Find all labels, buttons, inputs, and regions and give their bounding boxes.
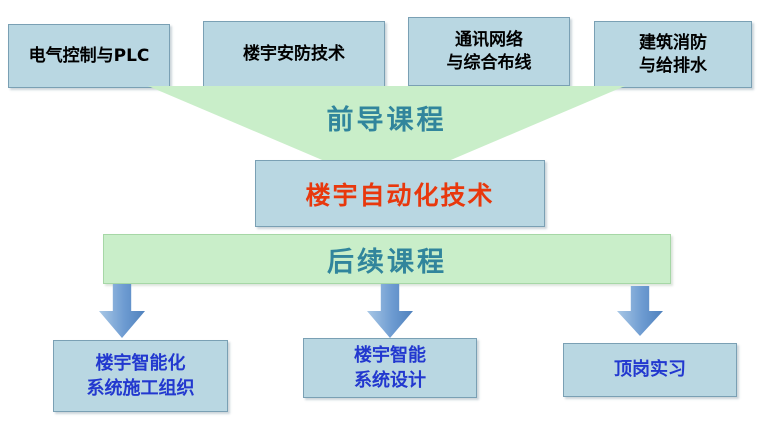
- center-course-label: 楼宇自动化技术: [305, 180, 495, 210]
- down-arrow-icon: [367, 284, 413, 338]
- bottom-course-label: 楼宇智能 系统设计: [354, 344, 426, 391]
- prerequisite-funnel-shape: 前导课程: [148, 86, 625, 162]
- down-arrow-icon: [617, 286, 663, 336]
- top-course-label: 通讯网络 与综合布线: [446, 29, 532, 73]
- top-course-box-security: 楼宇安防技术: [203, 21, 385, 88]
- bottom-course-label: 楼宇智能化 系统施工组织: [86, 352, 195, 399]
- top-course-box-network: 通讯网络 与综合布线: [408, 17, 570, 86]
- top-course-box-fire: 建筑消防 与给排水: [594, 21, 752, 88]
- top-course-label: 电气控制与PLC: [28, 45, 150, 66]
- follow-up-courses-bar: 后续课程: [103, 234, 671, 284]
- prerequisite-courses-label: 前导课程: [326, 105, 447, 136]
- top-course-label: 楼宇安防技术: [243, 44, 345, 65]
- follow-up-courses-label: 后续课程: [327, 246, 447, 278]
- center-course-box: 楼宇自动化技术: [255, 160, 545, 227]
- top-course-label: 建筑消防 与给排水: [639, 32, 707, 76]
- bottom-course-box-design: 楼宇智能 系统设计: [303, 338, 477, 398]
- bottom-course-box-internship: 顶岗实习: [563, 343, 737, 397]
- bottom-course-box-construction: 楼宇智能化 系统施工组织: [53, 340, 228, 412]
- down-arrow-icon: [99, 284, 145, 338]
- top-course-box-plc: 电气控制与PLC: [8, 24, 170, 88]
- bottom-course-label: 顶岗实习: [614, 359, 686, 381]
